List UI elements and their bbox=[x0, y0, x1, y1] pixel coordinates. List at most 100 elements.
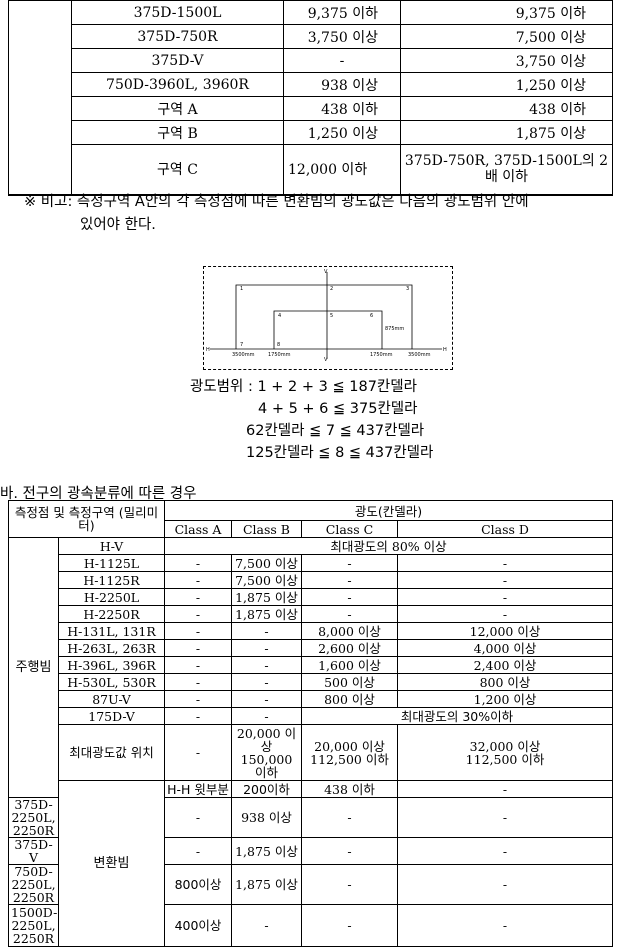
value-cell: - bbox=[301, 837, 398, 865]
zone-outer bbox=[235, 284, 413, 349]
value-cell: - bbox=[164, 571, 232, 589]
top-luminance-table: 375D-1500L 9,375 이하 9,375 이하 375D-750R 3… bbox=[8, 0, 613, 196]
table-row: 375D-V - 3,750 이상 bbox=[9, 48, 613, 73]
value-cell: 최대광도의 80% 이상 bbox=[163, 537, 614, 555]
table-row: H-2250L - 1,875 이상 - - bbox=[9, 588, 614, 606]
label-point-6: 6 bbox=[370, 313, 373, 319]
measurement-zone-diagram: V V H H 1 2 3 4 5 6 7 8 875mm 3500mm 175… bbox=[203, 266, 453, 370]
label-point-2: 2 bbox=[330, 286, 333, 292]
value-cell: 375D-750R, 375D-1500L의 2배 이하 bbox=[400, 144, 613, 196]
value-cell: 20,000 이상 112,500 이하 bbox=[301, 724, 398, 781]
value-cell: - bbox=[396, 554, 614, 572]
value-cell: 438 이하 bbox=[283, 96, 401, 121]
header-row: 측정점 및 측정구역 (밀리미터) 광도(칸델라) bbox=[8, 500, 614, 538]
label-dist-2: 1750mm bbox=[268, 352, 291, 358]
value-cell: 최대광도의 30%이하 bbox=[300, 707, 614, 725]
value-cell: - bbox=[231, 622, 302, 640]
point-cell: 최대광도값 위치 bbox=[58, 724, 165, 781]
table-row: H-530L, 530R - - 500 이상 800 이상 bbox=[9, 673, 614, 691]
table-row: 구역 A 438 이하 438 이하 bbox=[9, 96, 613, 121]
value-cell: 800 이상 bbox=[396, 673, 614, 691]
value-cell: 938 이상 bbox=[283, 72, 401, 97]
value-cell: - bbox=[396, 571, 614, 589]
table-row: 175D-V - - 최대광도의 30%이하 bbox=[9, 707, 614, 725]
table-row: 구역 C 12,000 이하 375D-750R, 375D-1500L의 2배… bbox=[9, 144, 613, 196]
point-cell: 375D-2250L, 2250R bbox=[8, 797, 59, 838]
value-cell: - bbox=[231, 690, 302, 708]
value-cell: - bbox=[231, 639, 302, 657]
value-cell: 1,250 이상 bbox=[283, 120, 401, 145]
value-cell: - bbox=[231, 673, 302, 691]
zone-diagram-svg: V V H H 1 2 3 4 5 6 7 8 875mm 3500mm 175… bbox=[206, 269, 447, 363]
value-cell: - bbox=[164, 639, 232, 657]
point-cell: 375D-V bbox=[71, 48, 284, 73]
table-row: H-396L, 396R - - 1,600 이상 2,400 이상 bbox=[9, 656, 614, 674]
table-row: 375D-V - 1,875 이상 - - bbox=[8, 837, 614, 865]
label-point-4: 4 bbox=[278, 313, 281, 319]
point-cell: H-2250L bbox=[58, 588, 165, 606]
value-cell: 7,500 이상 bbox=[231, 571, 302, 589]
value-cell: 1,200 이상 bbox=[396, 690, 614, 708]
value-cell: - bbox=[301, 554, 398, 572]
value-cell: 800 이상 bbox=[301, 690, 398, 708]
label-dist-1: 3500mm bbox=[232, 352, 255, 358]
value-cell: - bbox=[164, 656, 232, 674]
value-cell: 400이상 bbox=[164, 904, 232, 947]
table-row: 375D-1500L 9,375 이하 9,375 이하 bbox=[8, 0, 613, 196]
label-h-left: H bbox=[206, 347, 210, 353]
value-cell: - bbox=[164, 837, 232, 865]
point-cell: H-2250R bbox=[58, 605, 165, 623]
point-cell: H-131L, 131R bbox=[58, 622, 165, 640]
value-cell: 7,500 이상 bbox=[231, 554, 302, 572]
luminance-range: 광도범위 : 1 + 2 + 3 ≦ 187칸델라 4 + 5 + 6 ≦ 37… bbox=[190, 376, 433, 464]
value-cell: - bbox=[164, 707, 232, 725]
value-cell: - bbox=[164, 797, 232, 838]
group-cell bbox=[8, 0, 72, 196]
point-cell: 구역 B bbox=[71, 120, 284, 145]
value-cell: - bbox=[164, 690, 232, 708]
table-row: 750D-3960L, 3960R 938 이상 1,250 이상 bbox=[9, 72, 613, 97]
point-cell: H-V bbox=[58, 537, 165, 555]
value-cell: 8,000 이상 bbox=[301, 622, 398, 640]
value-cell: 7,500 이상 bbox=[400, 24, 613, 49]
point-cell: H-1125R bbox=[58, 571, 165, 589]
value-cell: - bbox=[396, 864, 614, 905]
table-row: 주행빔 H-V 최대광도의 80% 이상 bbox=[8, 537, 614, 798]
range-line: 62칸델라 ≦ 7 ≦ 437칸델라 bbox=[246, 423, 425, 439]
table-row: H-1125L - 7,500 이상 - - bbox=[9, 554, 614, 572]
table-row: 1500D-2250L, 2250R 400이상 - - - bbox=[8, 904, 614, 947]
value-cell: - bbox=[301, 864, 398, 905]
value-cell: - bbox=[396, 605, 614, 623]
value-cell: - bbox=[396, 588, 614, 606]
value-cell: 12,000 이하 bbox=[283, 144, 401, 196]
label-height: 875mm bbox=[385, 326, 404, 332]
remark-line: 있어야 한다. bbox=[80, 217, 156, 233]
label-point-8: 8 bbox=[277, 342, 280, 348]
lamp-class-table: 측정점 및 측정구역 (밀리미터) 광도(칸델라) Class A Class … bbox=[8, 500, 614, 947]
label-dist-4: 3500mm bbox=[408, 352, 431, 358]
label-v-top: V bbox=[324, 269, 328, 275]
value-cell: 438 이하 bbox=[301, 780, 398, 798]
value-cell: 3,750 이상 bbox=[283, 24, 401, 49]
label-point-7: 7 bbox=[240, 342, 243, 348]
value-cell: - bbox=[164, 724, 232, 781]
value-cell: - bbox=[231, 656, 302, 674]
table-row: H-2250R - 1,875 이상 - - bbox=[9, 605, 614, 623]
value-cell: - bbox=[164, 622, 232, 640]
value-cell: 9,375 이하 bbox=[283, 0, 401, 25]
label-point-5: 5 bbox=[330, 313, 333, 319]
value-cell: - bbox=[301, 588, 398, 606]
class-a-header: Class A bbox=[164, 520, 232, 538]
value-cell: - bbox=[164, 673, 232, 691]
value-cell: 3,750 이상 bbox=[400, 48, 613, 73]
section-heading: 바. 전구의 광속분류에 따른 경우 bbox=[0, 486, 197, 502]
table-row: 375D-750R 3,750 이상 7,500 이상 bbox=[9, 24, 613, 49]
point-cell: 구역 A bbox=[71, 96, 284, 121]
table-row: H-1125R - 7,500 이상 - - bbox=[9, 571, 614, 589]
value-cell: - bbox=[396, 904, 614, 947]
range-line: 4 + 5 + 6 ≦ 375칸델라 bbox=[258, 401, 418, 417]
point-cell: H-530L, 530R bbox=[58, 673, 165, 691]
value-cell: - bbox=[301, 904, 398, 947]
table-row: 최대광도값 위치 - 20,000 이상 150,000 이하 20,000 이… bbox=[9, 724, 614, 781]
